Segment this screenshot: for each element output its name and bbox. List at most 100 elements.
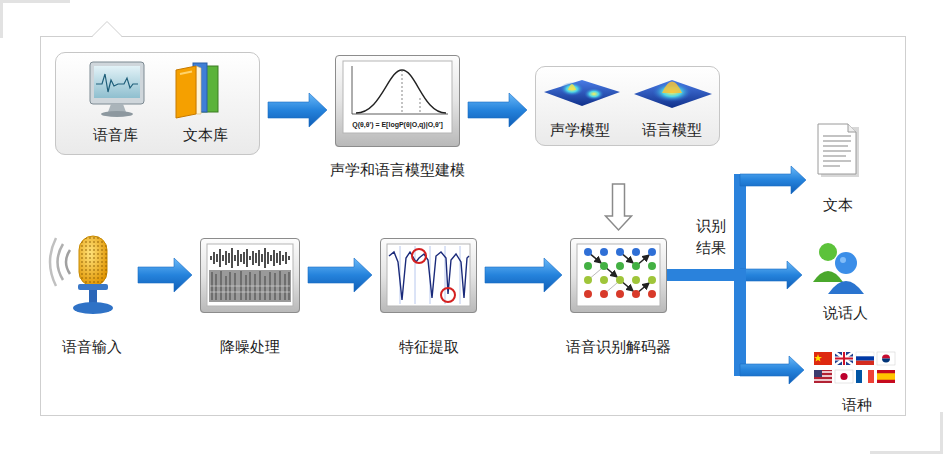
- feature-plot: [389, 252, 469, 300]
- speech-input: 语音输入: [50, 233, 130, 317]
- lattice-dots: [600, 276, 608, 284]
- lattice-dots: [648, 262, 656, 270]
- gaussian-plot: [356, 70, 446, 113]
- gaussian-plot: [420, 98, 421, 114]
- box-label: 语音输入: [62, 338, 122, 356]
- speaker-icon: [828, 281, 864, 294]
- monitor-icon: [101, 111, 133, 117]
- lattice-dots: [648, 248, 656, 256]
- speaker-icon: [813, 271, 843, 282]
- arrow-body: [138, 258, 192, 292]
- output-speaker: 说话人: [808, 238, 866, 296]
- box-text: 文本库: [183, 126, 228, 144]
- box-label: 语种: [842, 396, 872, 414]
- box-label: 说话人: [823, 304, 868, 322]
- flow-arrow: [673, 275, 804, 384]
- microphone-icon: [50, 238, 56, 286]
- box-label: 特征提取: [399, 338, 459, 356]
- arrow-body: [485, 258, 562, 292]
- flow-arrow: [673, 166, 806, 275]
- process-box: 降噪处理: [200, 238, 300, 313]
- language-model-surface: [662, 82, 682, 94]
- lattice-dots: [616, 276, 624, 284]
- waveform-picture: [209, 248, 291, 302]
- waveform-picture: [209, 270, 291, 302]
- speaker-icon: [819, 243, 837, 261]
- output-language: 语种: [810, 348, 900, 388]
- flag-icons: [856, 352, 874, 356]
- flag-icons: [814, 370, 832, 383]
- document-icon: [848, 124, 856, 132]
- denoise-frame-fill: [207, 244, 293, 306]
- decoder-box: 语音识别解码器: [570, 238, 667, 313]
- document-icon: [818, 124, 856, 174]
- box-text: 声学模型: [550, 121, 610, 139]
- panel: [41, 37, 906, 416]
- flag-icons: [814, 370, 822, 377]
- language-model-surface: [634, 80, 712, 108]
- corpus-card-fill: [55, 52, 260, 155]
- lattice-dots: [616, 262, 624, 270]
- box-text: 语音库: [93, 126, 138, 144]
- flag-icons: [882, 359, 890, 363]
- box-label: 声学和语言模型建模: [330, 161, 465, 179]
- panel: [92, 22, 122, 37]
- feature-frame-fill: [380, 238, 477, 313]
- acoustic-model-surface: [560, 82, 584, 96]
- lattice-dots: [584, 276, 592, 284]
- panel: [41, 22, 906, 416]
- corner-marks: [0, 0, 70, 38]
- flag-icons: [835, 370, 853, 383]
- language-model-surface: [652, 82, 692, 102]
- decoder-frame-fill: [570, 238, 667, 313]
- feature-frame-fill: [380, 238, 477, 313]
- denoise-frame-fill: [200, 238, 300, 313]
- flag-icons: [877, 373, 895, 380]
- microphone-icon: [58, 244, 64, 280]
- flag-icons: [835, 352, 853, 365]
- lattice-dots: [616, 290, 624, 298]
- flow-arrow: [138, 258, 192, 292]
- arrow-body: [308, 258, 372, 292]
- lattice-dots: [600, 262, 608, 270]
- modeling-frame-fill: [335, 55, 460, 147]
- waveform-picture: [210, 286, 290, 292]
- flag-icons: [835, 352, 853, 365]
- corpus-box: 语音库 文本库: [55, 52, 260, 155]
- output-text: 文本: [812, 120, 860, 182]
- acoustic-model-surface: [568, 84, 576, 90]
- model-card-fill: [535, 66, 720, 146]
- flag-icons: [835, 352, 853, 365]
- arrow-body: [740, 261, 802, 289]
- lattice-dots: [632, 290, 640, 298]
- lattice-dots: [632, 248, 640, 256]
- flag-icons: [856, 361, 874, 365]
- microphone-icon: [73, 302, 113, 314]
- corner-marks: [870, 412, 943, 454]
- flag-icons: [862, 370, 868, 383]
- acoustic-model-surface: [544, 80, 620, 106]
- edge-label: 识别 结果: [693, 215, 729, 259]
- modeling-box: Q(θ,θ') = E[logP(θ|O,q)|O,θ']声学和语言模型建模: [335, 55, 460, 147]
- feature-plot: [441, 288, 455, 302]
- arrow-trunk: [673, 180, 740, 275]
- lattice-dots: [632, 276, 640, 284]
- model-card-fill: [535, 66, 720, 146]
- arrow-trunk: [673, 275, 740, 370]
- lattice-dots: [648, 290, 656, 298]
- process-box: 特征提取: [380, 238, 477, 313]
- lattice-dots: [584, 262, 592, 270]
- monitor-icon: [96, 74, 138, 92]
- microphone-icon: [79, 236, 107, 286]
- box-label: 降噪处理: [220, 338, 280, 356]
- lattice-dots: [600, 290, 608, 298]
- flow-arrow: [268, 93, 327, 127]
- monitor-icon: [108, 104, 126, 112]
- decoder-frame-fill: [577, 244, 660, 306]
- speaker-icon: [840, 257, 846, 263]
- flag-icons: [840, 373, 847, 380]
- corpus-card-fill: [55, 52, 260, 155]
